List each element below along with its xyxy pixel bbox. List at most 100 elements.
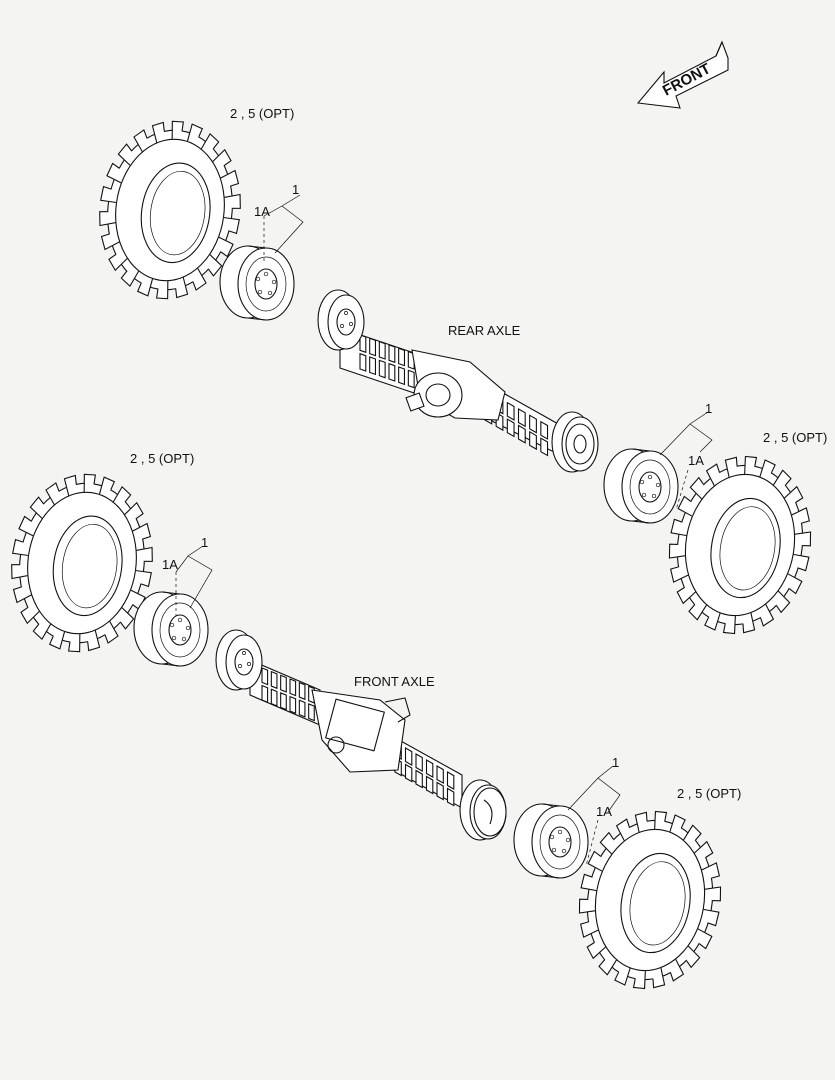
tire-tread-lug [63,474,77,497]
tire-tread-lug [580,873,597,892]
tire-tread-lug [98,476,116,495]
front-axle-group: 2 , 5 (OPT) 1 1A FRO [8,451,741,991]
tire-tread-lug [759,459,776,478]
tire-tread-lug [151,121,165,144]
tire-tread-lug [108,253,128,272]
axle-rib [446,771,455,807]
rear-left-wheel-rim [219,245,295,321]
tire-tread-lug [669,958,685,982]
tire-tread-lug [99,211,117,227]
rear-right-callout-lines [659,411,713,511]
tire-tread-lug [705,463,721,487]
rear-axle-assembly [317,289,599,473]
tire-tread-lug [100,185,117,204]
tire-tread-lug [598,959,618,976]
tire-tread-lug [688,604,708,621]
tire-tread-lug [83,473,97,493]
rear-right-tire-callout: 2 , 5 (OPT) [763,430,827,445]
tire-tread-lug [759,603,775,627]
tire-tread-lug [586,942,607,960]
tire-tread-lug [132,522,152,540]
tire-tread-lug [106,162,122,184]
tire-tread-lug [704,886,722,902]
axle-rib [369,337,377,376]
tire-tread-lug [200,132,220,150]
rear-right-tire [664,454,816,636]
tire-tread-lug [186,123,204,142]
tire-tread-lug [704,612,721,631]
front-axle-assembly [215,629,507,841]
tire-tread-lug [11,564,29,580]
tire-tread-lug [794,531,812,547]
tire-tread-lug [171,120,185,140]
rear-left-tire [96,120,244,300]
tire-tread-lug [791,507,810,524]
axle-rib [289,678,297,715]
tire-tread-lug [693,840,714,858]
tire-tread-lug [12,586,32,604]
tire-tread-lug [793,553,810,572]
rear-left-wheel-callout: 1 [292,182,299,197]
front-left-tire [8,473,156,653]
axle-rib [359,334,367,372]
tire-tread-lug [787,573,803,595]
front-right-wheel-sub-callout: 1A [596,804,612,819]
rear-left-wheel-sub-callout: 1A [254,204,270,219]
tire-tread-lug [587,850,603,872]
front-left-wheel-rim [133,591,209,667]
tire-tread-lug [124,501,144,520]
front-right-wheel-rim [513,803,589,879]
tire-tread-lug [155,280,169,300]
axle-rib [529,414,537,451]
rear-left-tire-callout: 2 , 5 (OPT) [230,106,294,121]
front-left-wheel-sub-callout: 1A [162,557,178,572]
tire-tread-lug [697,928,713,950]
axle-rib [398,347,406,386]
tire-tread-lug [599,831,615,855]
rear-axle-group: 2 , 5 (OPT) 1 1A REAR AXLE [96,106,827,636]
tire-tread-lug [775,590,791,614]
rear-right-wheel-sub-callout: 1A [688,453,704,468]
rear-axle-title: REAR AXLE [448,323,521,338]
tire-tread-lug [29,496,44,520]
tire-tread-lug [742,612,756,634]
tire-tread-lug [682,824,702,841]
axle-rib [506,401,515,438]
tire-tread-lug [220,169,240,187]
tire-tread-lug [580,921,599,938]
axle-rib [425,759,434,795]
tire-tread-lug [724,456,738,478]
tire-tread-lug [676,587,697,605]
axle-rib [436,765,444,801]
tire-tread-lug [192,267,207,291]
front-axle-title: FRONT AXLE [354,674,435,689]
axle-rib [298,681,306,718]
tire-tread-lug [615,818,631,842]
tire-tread-lug [689,476,705,500]
axle-rib [280,674,287,711]
tire-tread-lug [701,862,720,879]
tire-tread-lug [703,908,720,927]
axle-rib [388,344,396,382]
front-right-tire-callout: 2 , 5 (OPT) [677,786,741,801]
tire-tread-lug [614,967,631,986]
tire-tread-lug [133,129,148,153]
axle-rib [270,670,278,707]
tire-tread-lug [20,606,40,625]
tire-tread-lug [722,615,736,635]
tire-tread-lug [744,455,758,475]
tire-tread-lug [654,810,668,830]
tire-tread-lug [12,538,29,557]
tire-tread-lug [669,814,686,833]
tire-tread-lug [218,236,234,258]
tire-tread-lug [67,633,81,653]
front-direction-arrow: FRONT [636,40,729,109]
tire-tread-lug [212,148,232,167]
tire-tread-lug [670,518,687,537]
axle-rib [540,420,549,457]
tire-tread-lug [136,278,154,297]
tire-tread-lug [677,495,693,517]
tire-tread-lug [117,143,132,167]
tire-tread-lug [104,620,119,644]
tire-tread-lug [668,543,686,559]
